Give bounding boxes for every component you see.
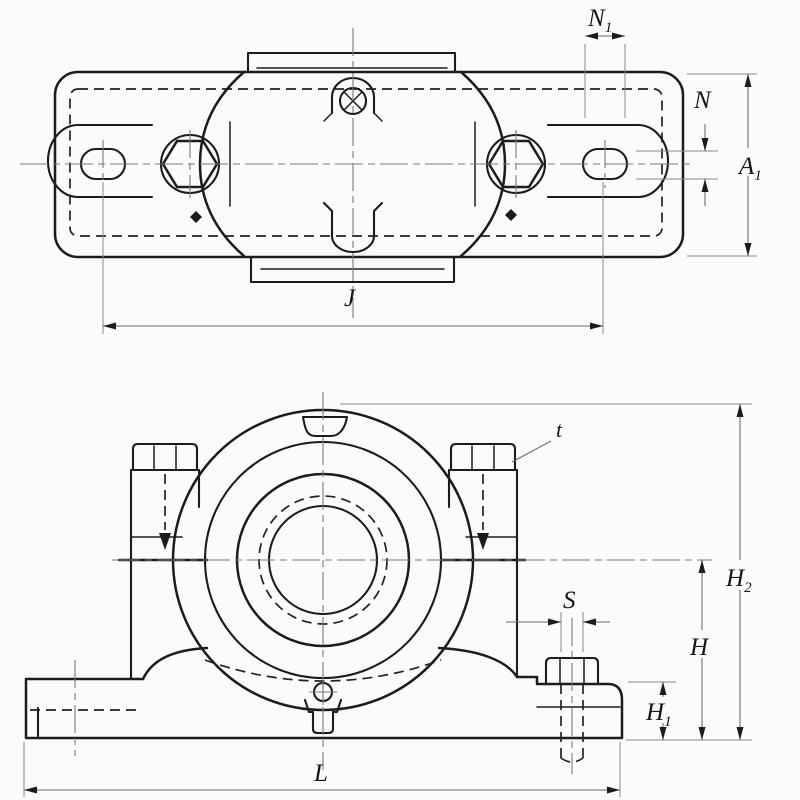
left-slot-boss [47,123,154,199]
grease-fitting-front [301,415,349,438]
bottom-boss-plan [322,201,384,254]
dim-cap-bolt-t: t [511,417,563,463]
dim-slot-length-N1: N1 [584,5,626,118]
front-view: t S H2 H [23,392,760,797]
cap-top-tab [246,51,457,74]
dim-label-H2: H2 [725,565,752,596]
dim-label-H1: H1 [645,699,672,730]
dim-overall-height-H2: H2 [340,403,760,741]
dim-label-H: H [689,634,710,661]
dim-plate-width-A1: A1 [687,73,770,257]
dim-label-L: L [313,760,328,787]
dim-label-N: N [693,87,712,114]
dim-label-J: J [344,285,357,312]
plate-hidden-edge [69,88,663,237]
left-arch [141,646,209,681]
right-cap-bolt-head [449,442,517,472]
dim-label-A1: A1 [737,153,762,184]
dim-base-length-L: L [23,742,621,797]
dim-anchor-bolt-S: S [506,587,610,652]
dim-base-height-H1: H1 [628,681,680,740]
left-oil-dot [190,211,202,223]
right-oil-dot [505,209,517,221]
right-drill-point [477,533,489,550]
base [24,646,624,740]
dim-bolt-spacing-J: J [102,182,604,334]
left-cap-bolt-head [131,442,199,472]
dim-label-N1: N1 [587,5,612,36]
left-shoulder-boss [117,442,209,680]
left-drill-point [159,533,171,550]
dim-slot-width-N: N [636,87,718,206]
right-slot-boss [546,123,669,199]
right-arch [437,646,519,679]
top-view: N1 N A1 J [20,5,770,334]
base-outline [24,675,624,740]
dim-label-S: S [563,587,576,614]
dim-label-t: t [556,417,563,442]
dim-center-height-H: H [688,560,715,740]
